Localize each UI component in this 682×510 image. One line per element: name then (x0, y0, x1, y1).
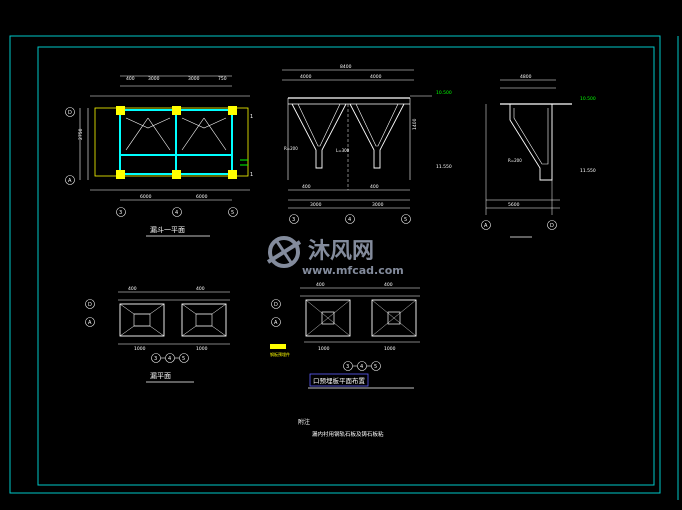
svg-text:5600: 5600 (508, 202, 520, 208)
view5-title: 口预埋板平面布置 (313, 376, 366, 385)
embed-callout: 钢板预埋件 (270, 351, 290, 357)
svg-text:11.550: 11.550 (436, 164, 452, 170)
svg-text:D: D (68, 110, 72, 116)
svg-text:3000: 3000 (372, 202, 384, 208)
svg-text:1400: 1400 (412, 118, 418, 130)
svg-text:400: 400 (302, 184, 311, 190)
svg-text:3: 3 (292, 217, 295, 223)
svg-text:R=200: R=200 (284, 146, 298, 151)
svg-text:400: 400 (316, 282, 325, 288)
svg-text:4: 4 (168, 356, 171, 362)
note-text: 漏内衬用钢轨石板及铸石板粘 (312, 430, 384, 438)
svg-text:D: D (88, 302, 92, 308)
svg-text:A: A (484, 223, 488, 229)
svg-text:750: 750 (218, 76, 227, 82)
svg-text:D: D (550, 223, 554, 229)
watermark-brand: 沐风网 (308, 239, 374, 264)
svg-text:400: 400 (370, 184, 379, 190)
svg-text:4: 4 (175, 210, 178, 216)
svg-text:1000: 1000 (384, 346, 396, 352)
svg-text:5: 5 (231, 210, 234, 216)
svg-text:3000: 3000 (148, 76, 160, 82)
svg-text:3: 3 (119, 210, 122, 216)
svg-text:R=200: R=200 (508, 158, 522, 163)
svg-text:A: A (68, 178, 72, 184)
svg-text:1000: 1000 (196, 346, 208, 352)
svg-text:4000: 4000 (300, 74, 312, 80)
svg-text:1000: 1000 (318, 346, 330, 352)
svg-text:8400: 8400 (340, 64, 352, 70)
view-hopper-section: 8400 4000 4000 10.500 11.550 1400 400 40… (282, 64, 452, 224)
svg-text:400: 400 (126, 76, 135, 82)
svg-text:5: 5 (182, 356, 185, 362)
svg-text:4: 4 (348, 217, 351, 223)
svg-text:L=300: L=300 (336, 148, 350, 153)
view1-title: 漏斗一平面 (150, 225, 185, 234)
svg-text:5: 5 (374, 364, 377, 370)
watermark-url: www.mfcad.com (302, 264, 404, 277)
svg-text:5: 5 (404, 217, 407, 223)
svg-text:A: A (88, 320, 92, 326)
outer-frame (9, 35, 661, 494)
mfcad-logo-icon (266, 236, 302, 268)
svg-text:1: 1 (250, 114, 253, 120)
svg-text:6000: 6000 (140, 194, 152, 200)
svg-text:400: 400 (196, 286, 205, 292)
svg-text:A: A (274, 320, 278, 326)
view-embedded-plate-plan: 400 400 1000 1000 D A 钢板预埋件 3 4 5 口预埋板平面… (270, 282, 420, 389)
svg-text:400: 400 (128, 286, 137, 292)
svg-text:1: 1 (250, 172, 253, 178)
view-side-section: 4800 10.500 11.550 R=200 5600 A D (481, 74, 596, 238)
svg-text:3000: 3000 (310, 202, 322, 208)
svg-text:3: 3 (154, 356, 157, 362)
svg-text:10.500: 10.500 (580, 96, 596, 102)
view-hopper-plan: 400 3000 3000 750 2750 D A (65, 75, 253, 237)
svg-text:4: 4 (360, 364, 363, 370)
svg-text:11.550: 11.550 (580, 168, 596, 174)
svg-text:3000: 3000 (188, 76, 200, 82)
svg-text:400: 400 (384, 282, 393, 288)
note-title: 附注 (298, 418, 310, 426)
svg-text:10.500: 10.500 (436, 90, 452, 96)
svg-text:1000: 1000 (134, 346, 146, 352)
svg-text:6000: 6000 (196, 194, 208, 200)
svg-text:4800: 4800 (520, 74, 532, 80)
view-hopper-small-plan: 400 400 1000 1000 D A 3 4 5 漏平面 (85, 286, 230, 383)
svg-text:4000: 4000 (370, 74, 382, 80)
watermark: 沐风网 www.mfcad.com (266, 236, 404, 277)
inner-frame (37, 46, 655, 486)
view4-title: 漏平面 (150, 371, 171, 380)
svg-text:D: D (274, 302, 278, 308)
svg-text:3: 3 (346, 364, 349, 370)
svg-text:2750: 2750 (78, 128, 84, 140)
